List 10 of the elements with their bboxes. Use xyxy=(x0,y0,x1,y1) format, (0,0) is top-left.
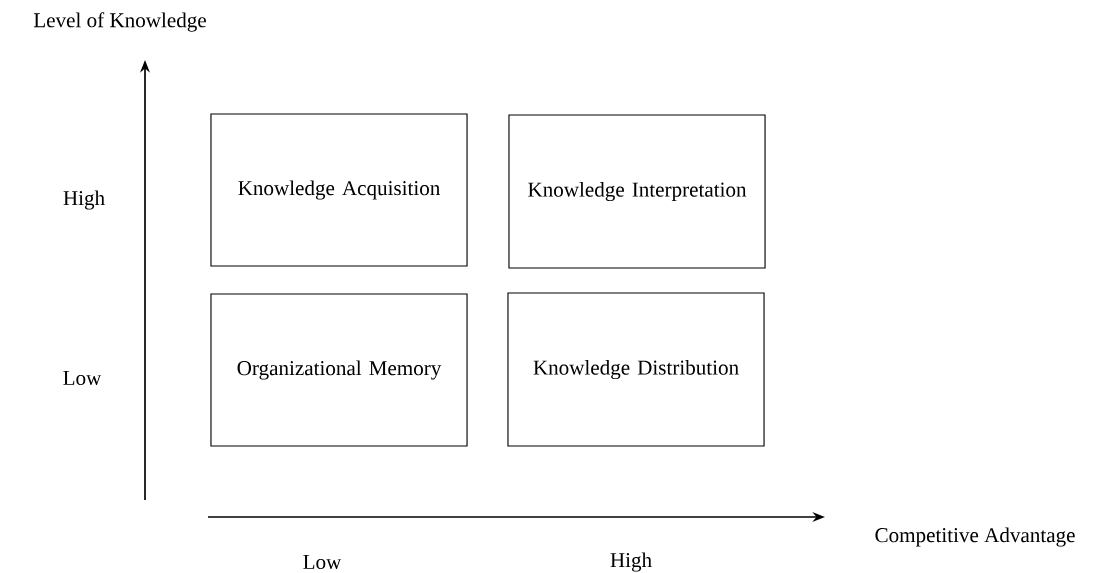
quadrant-box: Knowledge Acquisition xyxy=(210,113,468,267)
axis-title: Competitive Advantage xyxy=(875,527,1075,547)
axis-tick-label: Low xyxy=(303,555,342,569)
quadrant-box: Organizational Memory xyxy=(210,293,468,447)
axis-tick-label: High xyxy=(610,552,652,572)
quadrant-box: Knowledge Interpretation xyxy=(508,114,766,269)
quadrant-box: Knowledge Distribution xyxy=(507,292,765,447)
axis-tick-label: High xyxy=(63,190,105,210)
axis-tick-label: Low xyxy=(63,371,102,385)
axis-title: Level of Knowledge xyxy=(33,12,206,32)
